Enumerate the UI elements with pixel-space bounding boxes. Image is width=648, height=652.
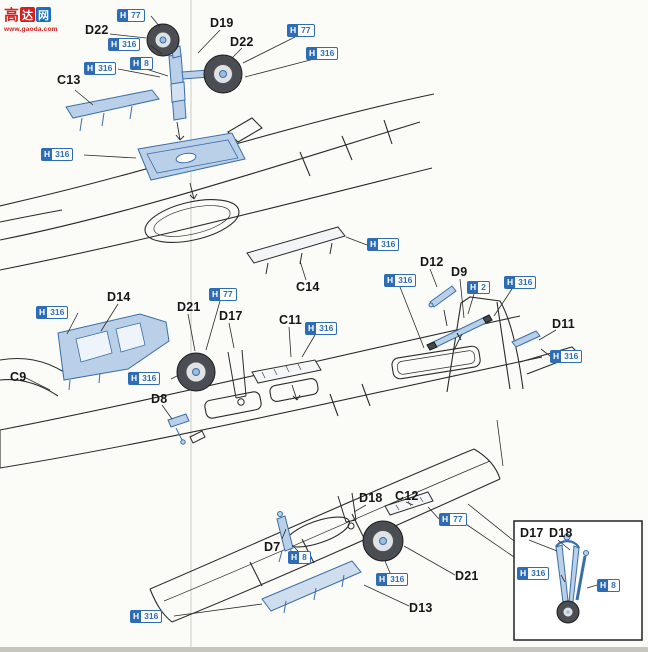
part-c14-panel bbox=[246, 226, 346, 275]
watermark-char-1: 高 bbox=[4, 6, 20, 24]
nose-wheel-left bbox=[146, 23, 180, 57]
main-wheel-lower bbox=[362, 520, 404, 562]
watermark-url: www.gaoda.com bbox=[4, 26, 58, 33]
leader-lines bbox=[23, 15, 598, 617]
aft-fuselage-drawing bbox=[149, 448, 501, 623]
part-d13-door bbox=[261, 560, 362, 614]
stabilizer-outline bbox=[519, 346, 580, 375]
tail-fin-outline bbox=[446, 296, 524, 393]
nose-wheel-right bbox=[203, 54, 243, 94]
part-d18-fork bbox=[337, 492, 357, 530]
watermark-char-2: 达 bbox=[20, 7, 36, 22]
nose-gear-assembly bbox=[146, 23, 243, 121]
part-d14-canopy bbox=[57, 313, 170, 391]
mid-fuselage-drawing bbox=[0, 296, 580, 469]
gear-bay-opening bbox=[391, 345, 481, 380]
page-bottom-edge bbox=[0, 647, 648, 652]
nose-gear-bay-part bbox=[137, 132, 246, 181]
tail-wheel-inset bbox=[513, 520, 643, 641]
inset-connector-lines bbox=[459, 503, 515, 558]
part-d8 bbox=[167, 413, 206, 445]
part-d11 bbox=[511, 330, 541, 348]
part-c11-panel bbox=[251, 359, 322, 384]
watermark-char-3: 网 bbox=[36, 7, 52, 22]
part-d12-rod bbox=[428, 285, 457, 308]
part-d17-fork bbox=[227, 349, 247, 406]
main-wheel-mid bbox=[176, 352, 216, 392]
forward-fuselage-drawing bbox=[0, 93, 435, 271]
assembly-arrows bbox=[175, 121, 463, 401]
part-d9-rod bbox=[426, 314, 493, 351]
site-watermark: 高 达 网 www.gaoda.com bbox=[4, 4, 74, 33]
part-d7-strut bbox=[276, 511, 294, 563]
part-c13-door bbox=[65, 89, 160, 132]
